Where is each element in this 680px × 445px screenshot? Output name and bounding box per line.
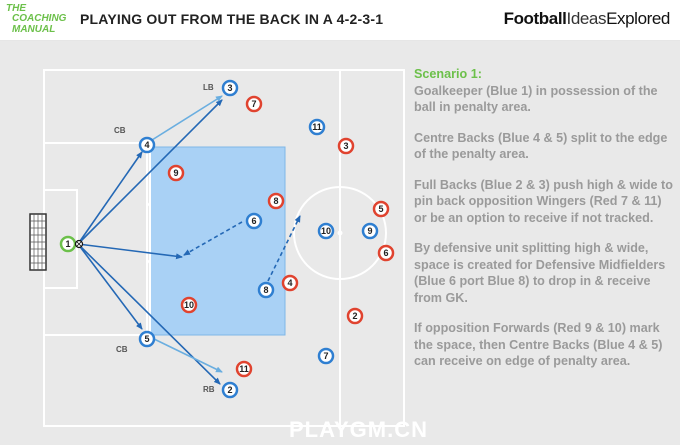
- run-arrow-3: [151, 95, 223, 141]
- drop-arrows: [183, 215, 301, 282]
- pass-arrow-to-3: [77, 99, 223, 245]
- pass-arrow-to-2: [77, 243, 221, 385]
- red-team: 7 9 10 11 8 4 3 5 6 2: [167, 95, 395, 378]
- pitch-area: LB CB CB RB 1 3 4 5 2 6 8 11 10 9 7 7: [0, 41, 680, 445]
- logo-line-3: MANUAL: [12, 24, 56, 35]
- scenario-heading: Scenario 1:: [414, 67, 482, 81]
- red-5-number: 5: [378, 204, 383, 214]
- brand-bold: Football: [503, 9, 567, 28]
- blue-10-number: 10: [321, 226, 331, 236]
- red-player-7: 7: [245, 95, 263, 113]
- player-gk-number: 1: [65, 239, 70, 249]
- blue-player-5: 5: [138, 330, 156, 348]
- blue-player-3: 3: [221, 79, 239, 97]
- label-rb: RB: [203, 385, 215, 394]
- red-player-2: 2: [346, 307, 364, 325]
- pass-arrow-to-4: [77, 151, 143, 245]
- label-lb: LB: [203, 83, 214, 92]
- red-2-number: 2: [352, 311, 357, 321]
- note-defensive-midfielders: By defensive unit splitting high & wide,…: [414, 241, 666, 305]
- blue-9-number: 9: [367, 226, 372, 236]
- red-player-3: 3: [337, 137, 355, 155]
- blue-2-number: 2: [227, 385, 232, 395]
- blue-7-number: 7: [323, 351, 328, 361]
- blue-player-6: 6: [245, 212, 263, 230]
- red-6-number: 6: [383, 248, 388, 258]
- centre-circle: [293, 186, 387, 280]
- blue-6-number: 6: [251, 216, 256, 226]
- label-cb-bottom: CB: [116, 345, 128, 354]
- goal-net: [29, 213, 47, 271]
- page-title: PLAYING OUT FROM THE BACK IN A 4-2-3-1: [80, 11, 384, 27]
- red-3-number: 3: [343, 141, 348, 151]
- label-cb-top: CB: [114, 126, 126, 135]
- red-player-11: 11: [235, 360, 253, 378]
- red-player-4: 4: [281, 274, 299, 292]
- coaching-manual-logo: THE COACHING MANUAL: [6, 2, 70, 38]
- logo-line-2: COACHING: [12, 13, 67, 24]
- brand-thin: Ideas: [566, 9, 607, 28]
- pass-arrow-to-6: [77, 243, 183, 260]
- blue-3-number: 3: [227, 83, 232, 93]
- player-gk: 1: [59, 235, 77, 253]
- red-9-number: 9: [173, 168, 178, 178]
- blue-4-number: 4: [144, 140, 149, 150]
- blue-player-11: 11: [308, 118, 326, 136]
- scenario-notes: Scenario 1: Goalkeeper (Blue 1) in posses…: [414, 66, 676, 384]
- red-7-number: 7: [251, 99, 256, 109]
- red-player-6: 6: [377, 244, 395, 262]
- header-bar: THE COACHING MANUAL PLAYING OUT FROM THE…: [0, 0, 680, 41]
- red-player-8: 8: [267, 192, 285, 210]
- blue-player-2: 2: [221, 381, 239, 399]
- pass-arrow-to-5: [77, 243, 143, 330]
- watermark: PLAYGM.CN: [289, 417, 428, 442]
- note-centre-backs: Centre Backs (Blue 4 & 5) split to the e…: [414, 130, 668, 162]
- pass-arrows: [77, 99, 223, 385]
- blue-11-number: 11: [312, 122, 322, 132]
- blue-team: 3 4 5 2 6 8 11 10 9 7: [138, 79, 379, 399]
- blue-player-7: 7: [317, 347, 335, 365]
- red-10-number: 10: [184, 300, 194, 310]
- centre-spot: [337, 230, 343, 236]
- blue-8-number: 8: [263, 285, 268, 295]
- penalty-box: [43, 142, 148, 336]
- red-8-number: 8: [273, 196, 278, 206]
- red-player-10: 10: [180, 296, 198, 314]
- blue-player-9: 9: [361, 222, 379, 240]
- brand-logo: FootballIdeasExplored: [503, 9, 671, 29]
- blue-player-8: 8: [257, 281, 275, 299]
- note-full-backs: Full Backs (Blue 2 & 3) push high & wide…: [414, 177, 673, 225]
- note-goalkeeper: Goalkeeper (Blue 1) in possession of the…: [414, 83, 658, 115]
- red-11-number: 11: [239, 364, 249, 374]
- logo-line-1: THE: [6, 3, 26, 14]
- red-player-5: 5: [372, 200, 390, 218]
- blue-player-4: 4: [138, 136, 156, 154]
- red-player-9: 9: [167, 164, 185, 182]
- pitch-diagram: LB CB CB RB 1 3 4 5 2 6 8 11 10 9 7 7: [29, 69, 405, 427]
- movement-arrows: [151, 95, 223, 373]
- run-arrow-2: [151, 337, 223, 373]
- ball-icon: [74, 239, 84, 249]
- note-opposition-forwards: If opposition Forwards (Red 9 & 10) mark…: [414, 321, 663, 368]
- drop-arrow-8: [267, 215, 301, 282]
- brand-end: Explored: [606, 9, 670, 28]
- blue-5-number: 5: [144, 334, 149, 344]
- red-4-number: 4: [287, 278, 292, 288]
- blue-player-10: 10: [317, 222, 335, 240]
